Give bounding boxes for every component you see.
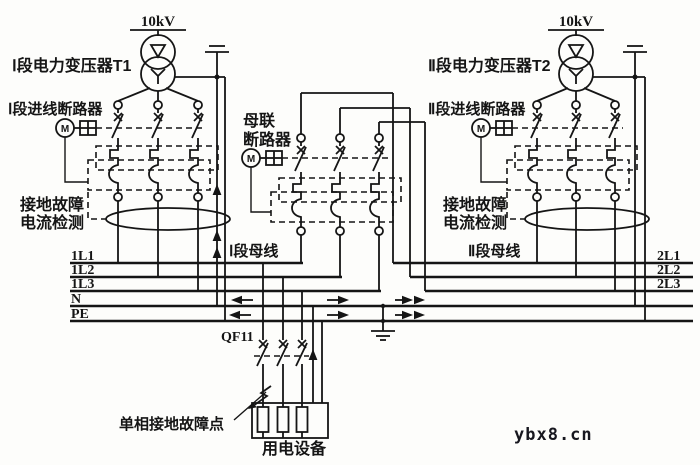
bus-tag-2l2: 2L2 [657,263,680,278]
bus-tag-1l1: 1L1 [71,249,94,264]
current-flow-arrows [212,184,425,320]
bus-tag-pe: PE [71,307,89,322]
tie-breaker-label-line1: 母联 [243,112,275,130]
motor-letter: M [477,124,485,135]
gf-detect-right-line1: 接地故障 [443,195,507,214]
transformer-t2 [536,29,648,321]
transformer-symbol [140,34,176,92]
qf11-contacts [254,339,309,367]
fault-flash-icon [233,385,272,421]
tie-breaker-label-line2: 断路器 [243,130,292,149]
earth-icon [370,330,396,341]
source-earth-icon [204,45,230,53]
load-label: 用电设备 [262,439,327,458]
operator-box-icon [495,120,513,136]
load-equipment [251,402,329,439]
feeder-qf11 [254,263,323,407]
bus-tag-1l3: 1L3 [71,277,94,292]
bus-tag-2l1: 2L1 [657,249,680,264]
release-box-a [95,145,219,171]
zero-sequence-ct-right [506,192,650,231]
system-earth [370,303,396,341]
fault-current-arrow [308,349,318,360]
release-box-b [87,159,211,191]
voltage-label-left: 10kV [141,14,175,30]
motor-letter: M [247,154,255,165]
watermark: ybx8.cn [514,425,593,445]
gf-detect-left-line2: 电流检测 [20,213,84,232]
incoming-breaker-2 [471,100,638,291]
fault-pointer-line [233,391,267,421]
busbar-section2 [393,261,693,293]
source-earth-icon [622,45,648,53]
zero-sequence-ct-left [87,192,231,231]
incoming-breaker-1-label: Ⅰ段进线断路器 [8,100,103,118]
fault-point-label: 单相接地故障点 [119,415,224,433]
transformer-t2-label: Ⅱ段电力变压器T2 [428,56,551,75]
transformer-t1 [117,29,230,321]
bus-tag-2l3: 2L3 [657,277,680,292]
incoming-breaker-2-label: Ⅱ段进线断路器 [428,100,526,118]
bus-tag-1l2: 1L2 [71,263,94,278]
operator-box-icon [265,150,283,166]
feeder-breaker-label: QF11 [221,330,254,345]
gf-detect-left-line1: 接地故障 [20,195,84,214]
bus-tag-n: N [71,292,81,307]
release-box-b [506,159,630,191]
transformer-symbol [558,34,594,92]
gf-detect-right-line2: 电流检测 [443,213,507,232]
motor-letter: M [61,124,69,135]
bus-tie-breaker [241,92,426,291]
release-box-b [270,191,394,223]
bus-section1-label: Ⅰ段母线 [229,242,278,260]
voltage-label-right: 10kV [559,14,593,30]
transformer-t1-label: Ⅰ段电力变压器T1 [12,56,131,75]
incoming-breaker-1 [55,100,219,291]
bus-section2-label: Ⅱ段母线 [468,242,520,260]
operator-box-icon [79,120,97,136]
